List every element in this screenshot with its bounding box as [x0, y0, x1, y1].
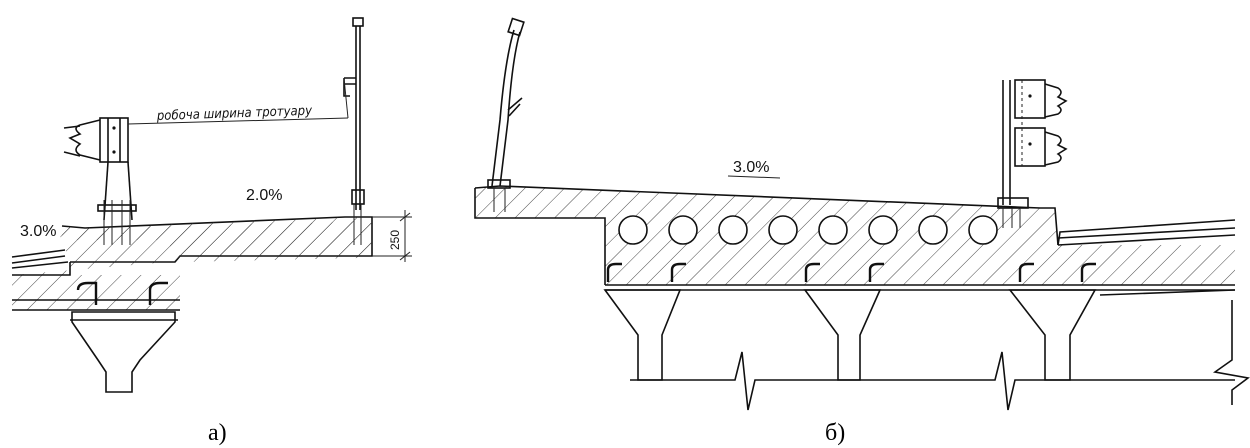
base-line-b	[630, 300, 1250, 411]
lighting-pole-b	[487, 17, 525, 212]
girders-b	[603, 289, 1236, 381]
railing-a	[343, 17, 365, 245]
pier-cap-a	[71, 311, 176, 393]
slab-ribs-a	[76, 281, 168, 305]
slab-hooks-b	[606, 262, 1096, 282]
figure-a: робоча ширина тротуару 3.0% 2.0% 250 а)	[11, 17, 412, 446]
working-width-dimension: робоча ширина тротуару	[127, 77, 349, 125]
deck-slab-b	[475, 186, 1235, 285]
slope-label-b: 3.0%	[733, 159, 769, 176]
caption-b: б)	[825, 420, 845, 446]
safety-barrier-a	[63, 117, 137, 245]
caption-a: а)	[208, 420, 227, 446]
slope-left-label-a: 3.0%	[20, 223, 56, 240]
slope-walkway-label-a: 2.0%	[246, 187, 282, 204]
height-value-label: 250	[388, 230, 402, 250]
figure-b: 3.0% б)	[474, 17, 1250, 446]
working-width-label: робоча ширина тротуару	[156, 104, 314, 124]
height-dimension-a: 250	[372, 210, 412, 262]
slope-underline-b	[727, 175, 781, 179]
roadway-left-a	[11, 249, 69, 269]
safety-barrier-b	[997, 79, 1068, 228]
hollow-voids-b	[618, 215, 998, 245]
